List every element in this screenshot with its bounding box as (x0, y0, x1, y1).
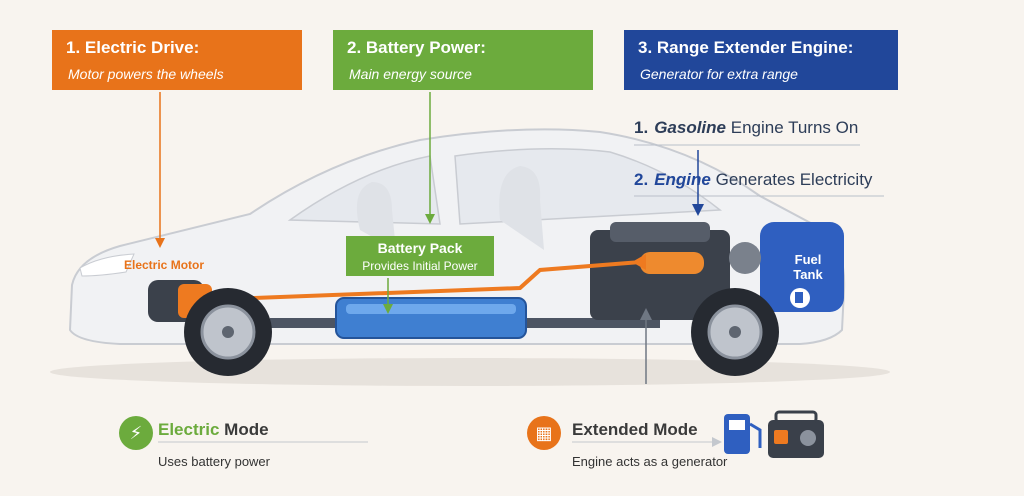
fuel-tank-label-line2: Tank (793, 267, 823, 282)
fuel-tank-label: Fuel Tank (788, 252, 828, 282)
generator-arrowhead (632, 254, 646, 270)
seat (499, 166, 544, 250)
electric-mode-name: Electric Mode (158, 420, 269, 439)
battery-pack-title: Battery Pack (377, 240, 463, 256)
range-leader-arrow (692, 204, 704, 216)
extended-mode: Extended Mode Engine acts as a generator (572, 420, 727, 469)
engine-top (610, 222, 710, 242)
extended-mode-desc: Engine acts as a generator (572, 454, 728, 469)
battery-power-title: 2. Battery Power: (347, 38, 486, 57)
battery-pack-highlight (346, 304, 516, 314)
extended-mode-name: Extended Mode (572, 420, 698, 439)
seat (356, 182, 396, 250)
generator-cylinder (640, 252, 704, 274)
range-extender-title: 3. Range Extender Engine: (638, 38, 854, 57)
battery-power-subtitle: Main energy source (349, 66, 472, 82)
battery-pack-label: Battery Pack Provides Initial Power (346, 236, 494, 276)
fuel-pump-icon: ▦ (527, 416, 561, 450)
battery-pack-leader-arrow (383, 304, 393, 314)
electric-motor-label: Electric Motor (124, 258, 205, 272)
step-keyword: Gasoline (654, 118, 726, 137)
battery-power-callout: 2. Battery Power: Main energy source (333, 30, 593, 90)
electric-mode-accent: Electric (158, 420, 220, 439)
electric-drive-subtitle: Motor powers the wheels (68, 66, 224, 82)
drive-leader-arrow (155, 238, 165, 248)
step-keyword: Engine (654, 170, 711, 189)
extended-mode-arrow (712, 437, 722, 447)
step-number: 1. (634, 118, 649, 137)
step-text: Engine Turns On (730, 118, 859, 137)
electric-mode-desc: Uses battery power (158, 454, 270, 469)
electric-mode-rest: Mode (224, 420, 269, 439)
step-engine-generates: 2. Engine Generates Electricity (634, 170, 872, 190)
power-flow-line (199, 260, 641, 302)
range-extender-callout: 3. Range Extender Engine: Generator for … (624, 30, 898, 90)
generator-leader-arrow (640, 308, 652, 320)
headlight (79, 253, 135, 277)
electric-drive-title: 1. Electric Drive: (66, 38, 200, 57)
fuel-tank (760, 222, 844, 312)
fuel-pump-badge-icon (795, 292, 803, 303)
range-extender-subtitle: Generator for extra range (640, 66, 798, 82)
electric-drive-callout: 1. Electric Drive: Motor powers the whee… (52, 30, 302, 90)
fuel-pump-icon (724, 414, 762, 454)
electric-mode: Electric Mode Uses battery power (158, 420, 270, 469)
generator-icon (768, 410, 824, 458)
battery-leader-arrow (425, 214, 435, 224)
ground-shadow (50, 358, 890, 386)
step-gasoline-engine: 1. Gasoline Engine Turns On (634, 118, 858, 138)
front-wheel-hub (222, 326, 234, 338)
step-text: Generates Electricity (715, 170, 873, 189)
battery-pack-subtitle: Provides Initial Power (362, 259, 478, 273)
step-number: 2. (634, 170, 649, 189)
lightning-bolt-icon: ⚡ (119, 416, 153, 450)
engine-pulley (729, 242, 761, 274)
rear-wheel-hub (729, 326, 741, 338)
fuel-tank-label-line1: Fuel (794, 252, 822, 267)
